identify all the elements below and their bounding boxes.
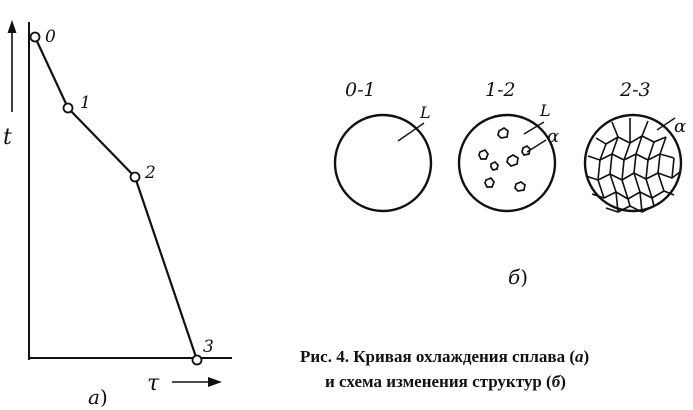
structure-panel: 0-1 L 1-2 L α 2-3 [335, 79, 686, 289]
caption-line-1: Рис. 4. Кривая охлаждения сплава (а) [300, 344, 693, 369]
structure-stage-2-3: 2-3 α [585, 79, 686, 212]
structure-stage-1-2: 1-2 L α [459, 79, 559, 211]
curve-point-2 [131, 173, 140, 182]
structure-stage-0-1: 0-1 L [335, 79, 431, 211]
caption-line-2: и схема изменения структур (б) [300, 369, 693, 394]
curve-point-3 [193, 356, 202, 365]
phase-label-solid: α [674, 116, 686, 137]
curve-point-1 [64, 104, 73, 113]
phase-label-liquid: L [539, 101, 551, 120]
y-axis-arrow-icon [8, 20, 17, 112]
stage-label-1-2: 1-2 [485, 79, 516, 101]
stage-label-0-1: 0-1 [345, 79, 376, 101]
figure-caption: Рис. 4. Кривая охлаждения сплава (а) и с… [300, 344, 693, 394]
curve-point-0 [31, 33, 40, 42]
curve-point-label-3: 3 [203, 337, 214, 357]
curve-point-label-1: 1 [80, 93, 91, 113]
part-label-a: а) [88, 385, 108, 409]
cooling-curve-panel: t 0 1 2 3 τ а) [3, 20, 232, 409]
cooling-curve-line [35, 37, 197, 360]
x-axis-label: τ [147, 371, 160, 396]
y-axis-label: t [3, 125, 12, 150]
phase-leader-line [527, 140, 546, 152]
curve-point-label-0: 0 [45, 27, 56, 47]
crystal-nuclei [479, 128, 530, 191]
stage-label-2-3: 2-3 [619, 79, 651, 101]
x-axis-arrow-icon [172, 377, 222, 387]
stage-circle-liquid [335, 115, 431, 211]
phase-label-liquid: L [419, 103, 431, 122]
part-label-b: б) [508, 265, 528, 289]
phase-label-solid: α [547, 126, 559, 147]
curve-point-label-2: 2 [144, 163, 156, 183]
